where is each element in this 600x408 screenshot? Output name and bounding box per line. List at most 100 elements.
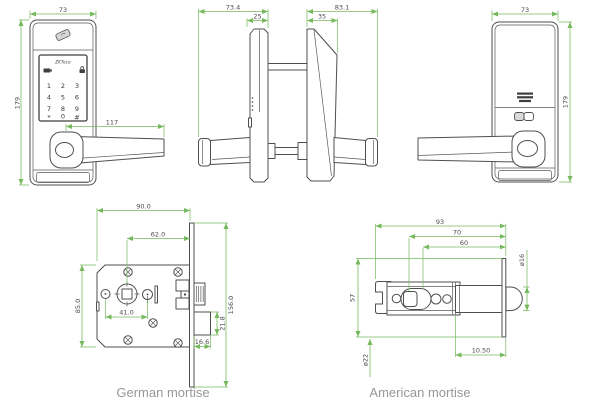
svg-text:ø22: ø22 [362,354,370,366]
back-view: 73 179 [417,6,573,183]
german-dim-deadbolt-height: 21.8 [211,311,227,336]
american-dim-faceplate-height: 57 [349,258,502,338]
key-star[interactable]: * [47,114,51,122]
german-dim-case-width: 90.0 [96,203,191,261]
german-mortise-label: German mortise [116,385,209,400]
tubular-latch [375,258,523,338]
key-1[interactable]: 1 [47,82,51,90]
front-dim-handle: 117 [65,119,165,137]
key-3[interactable]: 3 [75,82,79,90]
svg-text:156.0: 156.0 [227,296,235,315]
svg-text:179: 179 [562,96,570,108]
german-dim-deadbolt-throw: 16.6 [193,336,211,350]
key-0[interactable]: 0 [61,113,65,121]
handle-hole [100,289,111,299]
screw-icon [148,318,158,328]
screw-icon [123,267,133,277]
german-dim-backset: 62.0 [126,231,190,283]
key-4[interactable]: 4 [47,94,51,102]
svg-text:62.0: 62.0 [151,231,165,239]
back-dim-height: 179 [559,21,573,183]
svg-text:83.1: 83.1 [335,4,349,12]
svg-text:179: 179 [14,97,22,109]
svg-text:73: 73 [521,6,529,14]
screw-icon [123,335,133,345]
key-7[interactable]: 7 [47,105,51,113]
svg-text:93: 93 [436,218,444,226]
key-8[interactable]: 8 [61,105,65,113]
latch-bolt [193,282,206,306]
screw-icon [173,267,183,277]
svg-text:60: 60 [460,239,468,247]
american-mortise-view: 93 70 60 57 ø16 ø22 10.50 [349,218,530,400]
spindle-hole [403,291,418,307]
mortise-case [96,222,195,388]
side-view: 73.4 25 83.1 35 [198,4,378,183]
german-dim-faceplate-height: 156.0 [194,222,235,388]
german-dim-hole-distance: 41.0 [105,299,148,320]
brand-logo: ZKTeco [54,60,71,65]
latch-mechanism [175,279,206,310]
key-hash[interactable]: # [74,114,79,122]
front-keypad: ZKTeco 1 2 3 4 5 6 7 8 9 * 0 # [38,54,88,122]
side-dim-outer-depth: 73.4 [198,4,269,137]
american-dim-overall: 93 [375,218,507,279]
key-9[interactable]: 9 [75,105,79,113]
front-handle [49,131,165,169]
cylinder-hole [142,285,158,304]
front-dim-height: 179 [14,19,29,186]
svg-text:90.0: 90.0 [136,203,150,211]
screw-icon [173,338,183,348]
side-right-handle [333,137,378,167]
svg-text:ø16: ø16 [518,254,526,266]
speaker-grille-icon [517,92,533,103]
american-dim-tube-diameter: ø22 [362,339,373,377]
svg-text:35: 35 [318,13,326,21]
key-2[interactable]: 2 [61,82,65,90]
svg-text:21.8: 21.8 [219,316,227,330]
latch-tube [455,285,503,313]
privacy-toggle[interactable] [514,112,534,121]
keypad-keys: 1 2 3 4 5 6 7 8 9 * 0 # [47,82,80,122]
back-dim-width: 73 [491,6,559,21]
side-front-escutcheon [248,28,269,183]
side-left-handle [198,137,251,167]
side-dim-inner-depth: 83.1 [306,4,378,137]
thumbturn-oval[interactable] [517,140,538,157]
svg-text:73: 73 [59,6,67,14]
latch-bolt-face [505,286,523,312]
svg-text:85.0: 85.0 [74,299,82,313]
side-back-escutcheon [306,28,338,182]
svg-text:25: 25 [253,13,261,21]
faceplate [501,258,507,338]
svg-text:57: 57 [349,294,357,302]
svg-text:73.4: 73.4 [226,4,240,12]
american-dim-60: 60 [422,239,506,288]
american-dim-bolt-diameter: ø16 [518,250,530,311]
svg-text:41.0: 41.0 [119,309,133,317]
lock-icon [79,66,85,73]
svg-text:70: 70 [453,229,461,237]
svg-text:10.50: 10.50 [472,347,491,355]
american-mortise-label: American mortise [369,385,470,400]
svg-text:117: 117 [106,119,118,127]
keyhole-oval [55,142,74,158]
american-dim-offset: 10.50 [455,316,507,358]
front-dim-width: 73 [29,6,97,19]
deadbolt [193,311,211,336]
spindle-bars [267,63,308,160]
battery-icon [43,68,52,73]
side-dim-inner-body: 35 [307,13,338,53]
german-mortise-view: 90.0 62.0 85.0 156.0 41.0 21.8 [74,203,235,401]
american-dim-70: 70 [408,229,506,291]
spindle-hub [114,281,140,307]
faceplate [189,222,195,388]
svg-text:16.6: 16.6 [195,338,209,346]
german-dim-case-height: 85.0 [74,264,96,348]
key-6[interactable]: 6 [75,94,79,102]
front-bottom-plate [33,169,93,183]
front-view: ZKTeco 1 2 3 4 5 6 7 8 9 * 0 # [14,6,165,186]
key-5[interactable]: 5 [61,94,65,102]
side-dim-body-depth: 25 [246,13,268,27]
